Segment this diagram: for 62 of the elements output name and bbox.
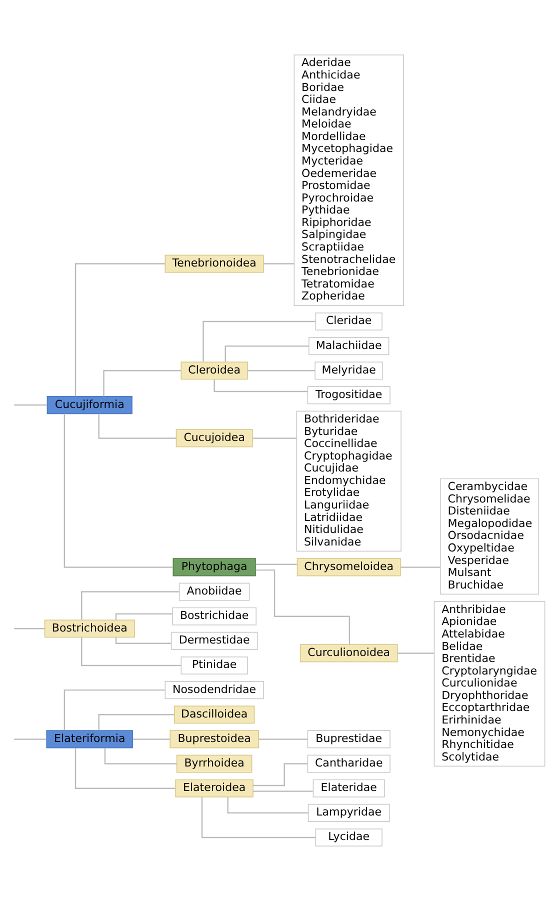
connector: [115, 637, 171, 644]
connector: [253, 763, 308, 786]
connector: [400, 566, 440, 568]
node-box: Phytophaga: [172, 558, 256, 576]
node-box: Lampyridae: [308, 804, 390, 822]
connector: [81, 591, 180, 620]
connector: [98, 714, 174, 730]
connector: [224, 345, 309, 362]
node-box: Bostrichoidea: [44, 620, 135, 638]
node-box: Elateridae: [312, 779, 385, 798]
connector: [64, 689, 165, 730]
node-box: Cerambycidae Chrysomelidae Disteniidae Megalopodidae Orsodacnidae Oxypeltidae Vesperidae Mulsant Bruchidae: [440, 478, 540, 595]
node-box: Byrrhoidea: [176, 754, 252, 773]
node-box: Aderidae Anthicidae Boridae Ciidae Melandryidae Meloidae Mordellidae Mycetophagidae Mycteridae Oedemeridae Prostomidae Pyrochroidae Pythidae Ripiphoridae Salpingidae Scraptiidae Stenotrachelidae Tenebrionidae Tetratomidae Zopheridae: [294, 54, 404, 306]
node-box: Lycidae: [315, 828, 382, 847]
node-box: Buprestoidea: [170, 730, 259, 748]
node-box: Dermestidae: [170, 632, 258, 650]
node-box: Cucujiformia: [46, 396, 132, 414]
node-box: Anthribidae Apionidae Attelabidae Belidae Brentidae Cryptolaryngidae Curculionidae Dryophthoridae Eccoptarthridae Erirhinidae Nemonychidae Rhynchitidae Scolytidae: [434, 601, 546, 767]
connector: [103, 370, 182, 396]
node-box: Tenebrionoidea: [164, 254, 264, 273]
connector: [214, 380, 308, 392]
node-box: Elateroidea: [175, 779, 254, 798]
node-box: Bostrichidae: [172, 607, 257, 626]
node-box: Elateriformia: [46, 730, 134, 748]
node-box: Bothrideridae Byturidae Coccinellidae Cryptophagidae Cucujidae Endomychidae Erotylidae Languriidae Latridiidae Nitidulidae Silvanidae: [296, 410, 402, 552]
connector: [14, 738, 46, 740]
connector: [201, 797, 316, 838]
connector: [248, 370, 316, 372]
connector: [398, 652, 434, 654]
node-box: Cleridae: [315, 312, 382, 331]
node-box: Buprestidae: [307, 730, 390, 748]
node-box: Trogositidae: [307, 386, 390, 404]
node-box: Curculionoidea: [300, 644, 398, 662]
connector: [98, 414, 176, 439]
connector: [253, 790, 313, 792]
connector: [252, 438, 296, 439]
node-box: Chrysomeloidea: [296, 558, 401, 576]
connector: [132, 738, 170, 740]
node-box: Anobiidae: [178, 582, 250, 601]
connector: [264, 263, 294, 264]
node-box: Malachiidae: [308, 337, 390, 356]
node-box: Cleroidea: [180, 362, 248, 380]
node-box: Ptinidae: [180, 656, 248, 675]
connector: [14, 628, 45, 630]
connector: [256, 564, 297, 565]
connector: [104, 748, 177, 764]
node-box: Cantharidae: [307, 754, 390, 773]
node-box: Cucujoidea: [176, 429, 253, 448]
connector: [81, 638, 181, 666]
node-box: Dascilloidea: [174, 706, 255, 724]
connector: [258, 738, 308, 740]
connector: [202, 320, 316, 362]
connector: [64, 414, 173, 568]
node-box: Nosodendridae: [164, 681, 264, 700]
connector: [256, 569, 350, 644]
connector: [74, 748, 176, 789]
connector: [227, 797, 308, 814]
node-box: Melyridae: [314, 362, 384, 380]
connector: [115, 613, 172, 620]
connector: [14, 404, 48, 406]
connector: [74, 263, 165, 396]
